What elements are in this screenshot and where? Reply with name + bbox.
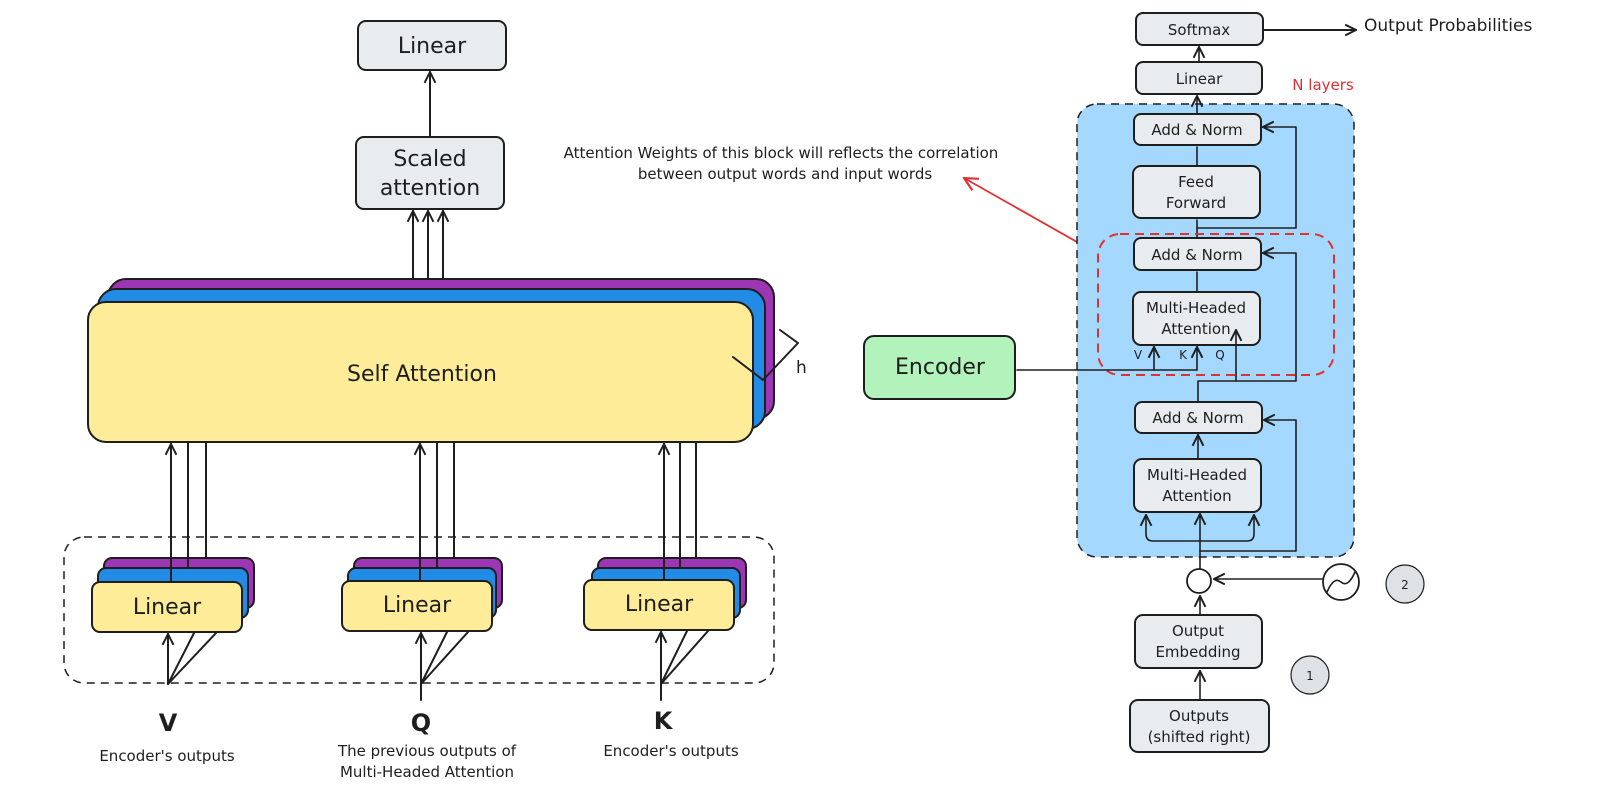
output-embedding-line2: Embedding <box>1155 643 1240 661</box>
linear-v-label: Linear <box>133 595 202 620</box>
self-attention-stack: Self Attention <box>87 278 775 443</box>
arrow-to-mha-self-right <box>1199 515 1254 542</box>
v-description: Encoder's outputs <box>99 747 235 765</box>
feed-forward-line1: Feed <box>1178 173 1214 191</box>
output-embedding-box: Output Embedding <box>1134 614 1263 669</box>
linear-k-label: Linear <box>625 592 694 617</box>
linear-v-stack: Linear <box>91 557 255 633</box>
badge-1: 1 <box>1290 655 1330 695</box>
v-small-label: V <box>1134 348 1143 362</box>
residual-cross-attention <box>1235 253 1297 382</box>
outputs-box: Outputs (shifted right) <box>1129 699 1270 753</box>
self-attention-label: Self Attention <box>347 362 497 387</box>
h-label: h <box>796 358 807 378</box>
linear-top-label: Linear <box>398 34 467 59</box>
annotation-line2: between output words and input words <box>638 165 933 183</box>
sum-circle-icon <box>1186 568 1212 594</box>
output-embedding-line1: Output <box>1172 622 1224 640</box>
linear-q-label: Linear <box>383 593 452 618</box>
q-input-fan <box>421 631 469 701</box>
mha-cross-line1: Multi-Headed <box>1146 299 1246 317</box>
positional-encoding-icon <box>1322 563 1360 601</box>
k-letter: K <box>654 707 674 735</box>
mha-self-box: Multi-Headed Attention <box>1133 458 1262 513</box>
annotation-line1: Attention Weights of this block will ref… <box>564 144 999 162</box>
v-input-fan <box>168 632 217 685</box>
right-linear-box: Linear <box>1135 61 1263 95</box>
k-input-fan <box>661 630 709 701</box>
add-norm-bottom-label: Add & Norm <box>1152 409 1243 427</box>
right-diagram: N layers Softmax Output Probabilities Li… <box>863 12 1532 753</box>
residual-ff <box>1196 127 1297 229</box>
badge-2: 2 <box>1385 564 1425 604</box>
feed-forward-box: Feed Forward <box>1132 165 1261 219</box>
add-norm-mid-label: Add & Norm <box>1151 246 1242 264</box>
arrow-q-input <box>1197 330 1236 403</box>
output-probabilities-label: Output Probabilities <box>1364 16 1532 36</box>
badge-2-label: 2 <box>1401 578 1409 592</box>
linear-top-box: Linear <box>357 20 507 71</box>
mha-cross-box: Multi-Headed Attention <box>1132 291 1261 346</box>
add-norm-top-box: Add & Norm <box>1133 113 1262 146</box>
h-brace <box>732 329 799 381</box>
left-diagram: Linear Scaled attention Self Attention h <box>63 20 807 781</box>
encoder-box: Encoder <box>863 335 1016 400</box>
v-letter: V <box>159 709 178 737</box>
badge-1-label: 1 <box>1306 669 1314 683</box>
n-layers-label: N layers <box>1292 76 1354 94</box>
softmax-label: Softmax <box>1168 21 1230 39</box>
q-description-line1: The previous outputs of <box>337 742 517 760</box>
add-norm-top-label: Add & Norm <box>1151 121 1242 139</box>
outputs-line2: (shifted right) <box>1148 728 1251 746</box>
add-norm-bottom-box: Add & Norm <box>1134 401 1263 434</box>
k-small-label: K <box>1179 348 1188 362</box>
scaled-attention-line2: attention <box>380 176 480 201</box>
encoder-label: Encoder <box>895 355 986 380</box>
linear-q-stack: Linear <box>341 557 503 632</box>
mha-self-line2: Attention <box>1162 487 1231 505</box>
mha-cross-line2: Attention <box>1161 320 1230 338</box>
add-norm-mid-box: Add & Norm <box>1133 237 1262 271</box>
q-description-line2: Multi-Headed Attention <box>340 763 514 781</box>
arrow-to-mha-self-left <box>1146 515 1201 542</box>
linear-k-stack: Linear <box>583 557 747 631</box>
right-linear-label: Linear <box>1176 70 1223 88</box>
feed-forward-line2: Forward <box>1166 194 1226 212</box>
scaled-attention-box: Scaled attention <box>355 136 505 210</box>
cross-attention-highlight <box>1097 233 1335 376</box>
scaled-attention-line1: Scaled <box>393 147 466 172</box>
residual-self-attention <box>1199 420 1297 552</box>
softmax-box: Softmax <box>1135 12 1264 46</box>
attention-annotation: Attention Weights of this block will ref… <box>564 144 1101 256</box>
mha-self-line1: Multi-Headed <box>1147 466 1247 484</box>
outputs-line1: Outputs <box>1169 707 1229 725</box>
q-small-label: Q <box>1215 348 1224 362</box>
q-letter: Q <box>411 709 431 737</box>
k-description: Encoder's outputs <box>603 742 739 760</box>
